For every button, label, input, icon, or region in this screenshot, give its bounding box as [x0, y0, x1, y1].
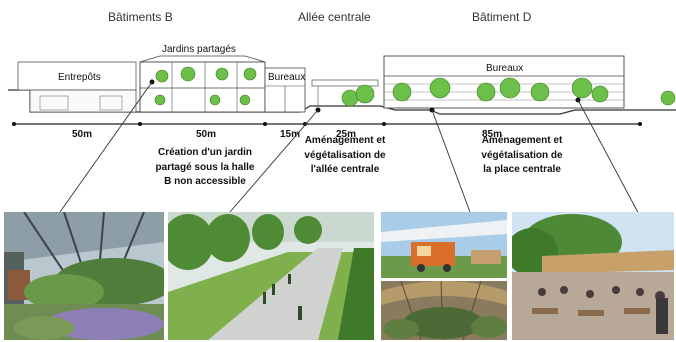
dimension-4: 25m [335, 129, 356, 140]
caption-allee: Aménagement et végétalisation de l'allée… [304, 135, 386, 175]
photo-place-centrale [512, 212, 674, 340]
photo-greenhouse-garden [4, 212, 164, 340]
section-trees [154, 66, 676, 107]
dimension-2: 50m [195, 129, 216, 140]
label-jardins-partages: Jardins partagés [162, 44, 236, 55]
photo-food-truck [381, 212, 507, 278]
cross-section-drawing [8, 55, 676, 126]
header-allee-centrale: Allée centrale [298, 10, 371, 24]
photo-pergola-plants [381, 281, 507, 340]
caption-place: Aménagement et végétalisation de la plac… [481, 135, 563, 175]
header-batiments-b: Bâtiments B [108, 10, 173, 24]
dimension-1: 50m [71, 129, 92, 140]
label-bureaux-small: Bureaux [268, 72, 306, 83]
dimension-5: 85m [481, 129, 502, 140]
label-bureaux-large: Bureaux [486, 63, 524, 74]
header-batiment-d: Bâtiment D [472, 10, 532, 24]
label-entrepots: Entrepôts [58, 72, 101, 83]
photo-allee-centrale [168, 212, 374, 340]
caption-jardin: Création d'un jardin partagé sous la hal… [155, 147, 255, 187]
